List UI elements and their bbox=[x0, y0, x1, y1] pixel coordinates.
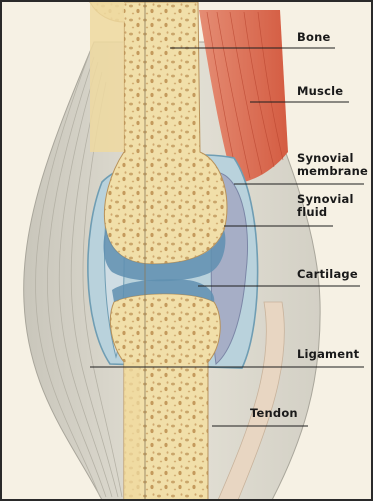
label-synovial-membrane: Synovial membrane bbox=[297, 152, 368, 178]
label-muscle: Muscle bbox=[297, 85, 343, 98]
lower-bone-cortex bbox=[124, 362, 140, 501]
label-synovial-fluid: Synovial fluid bbox=[297, 193, 354, 219]
label-cartilage: Cartilage bbox=[297, 268, 358, 281]
label-tendon: Tendon bbox=[250, 407, 298, 420]
label-synovial-membrane-line2: membrane bbox=[297, 165, 368, 178]
upper-bone-cortex bbox=[90, 2, 124, 152]
label-bone: Bone bbox=[297, 31, 330, 44]
label-synovial-fluid-line2: fluid bbox=[297, 206, 354, 219]
label-ligament: Ligament bbox=[297, 348, 359, 361]
